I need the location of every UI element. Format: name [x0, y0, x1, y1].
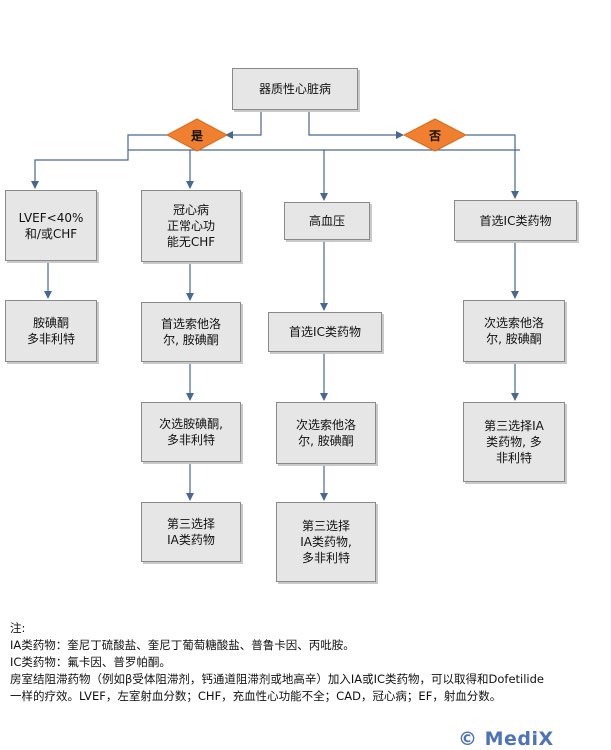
node-root: 器质性心脏病 — [232, 68, 358, 110]
footnote-line: 房室结阻滞药物（例如β受体阻滞剂，钙通道阻滞剂或地高辛）加入IA或IC类药物，可… — [10, 672, 544, 686]
node-no-second: 次选索他洛 尔, 胺碘酮 — [463, 300, 565, 362]
footnote-title: 注: — [10, 621, 26, 635]
footnote-line: 一样的疗效。LVEF，左室射血分数；CHF，充血性心功能不全；CAD，冠心病；E… — [10, 689, 502, 703]
decision-yes-label: 是 — [190, 128, 203, 143]
decision-yes: 是 — [166, 118, 228, 152]
decision-no-label: 否 — [428, 128, 441, 143]
node-no-third: 第三选择IA 类药物, 多 非利特 — [463, 402, 565, 482]
node-htn-third: 第三选择 IA类药物, 多非利特 — [276, 502, 376, 582]
decision-no: 否 — [403, 118, 467, 152]
diamond-shape — [166, 118, 228, 152]
node-lvef-chf: LVEF<40% 和/或CHF — [5, 190, 97, 261]
node-hypertension: 高血压 — [284, 202, 370, 240]
node-amiodarone-dofetilide: 胺碘酮 多非利特 — [5, 300, 97, 362]
node-cad-first: 首选索他洛 尔, 胺碘酮 — [141, 302, 241, 362]
node-cad-third: 第三选择 IA类药物 — [141, 502, 241, 562]
node-htn-second: 次选索他洛 尔, 胺碘酮 — [276, 402, 376, 464]
footnotes: 注: IA类药物：奎尼丁硫酸盐、奎尼丁葡萄糖酸盐、普鲁卡因、丙吡胺。 IC类药物… — [10, 620, 610, 705]
footnote-line: IC类药物：氟卡因、普罗帕酮。 — [10, 655, 171, 669]
diamond-shape — [403, 118, 467, 152]
node-cad: 冠心病 正常心功 能无CHF — [141, 190, 241, 262]
node-no-first: 首选IC类药物 — [454, 200, 577, 241]
watermark-logo: © MediX — [458, 728, 554, 750]
footnote-line: IA类药物：奎尼丁硫酸盐、奎尼丁葡萄糖酸盐、普鲁卡因、丙吡胺。 — [10, 638, 355, 652]
node-htn-first: 首选IC类药物 — [268, 312, 382, 352]
node-cad-second: 次选胺碘酮, 多非利特 — [141, 402, 241, 462]
